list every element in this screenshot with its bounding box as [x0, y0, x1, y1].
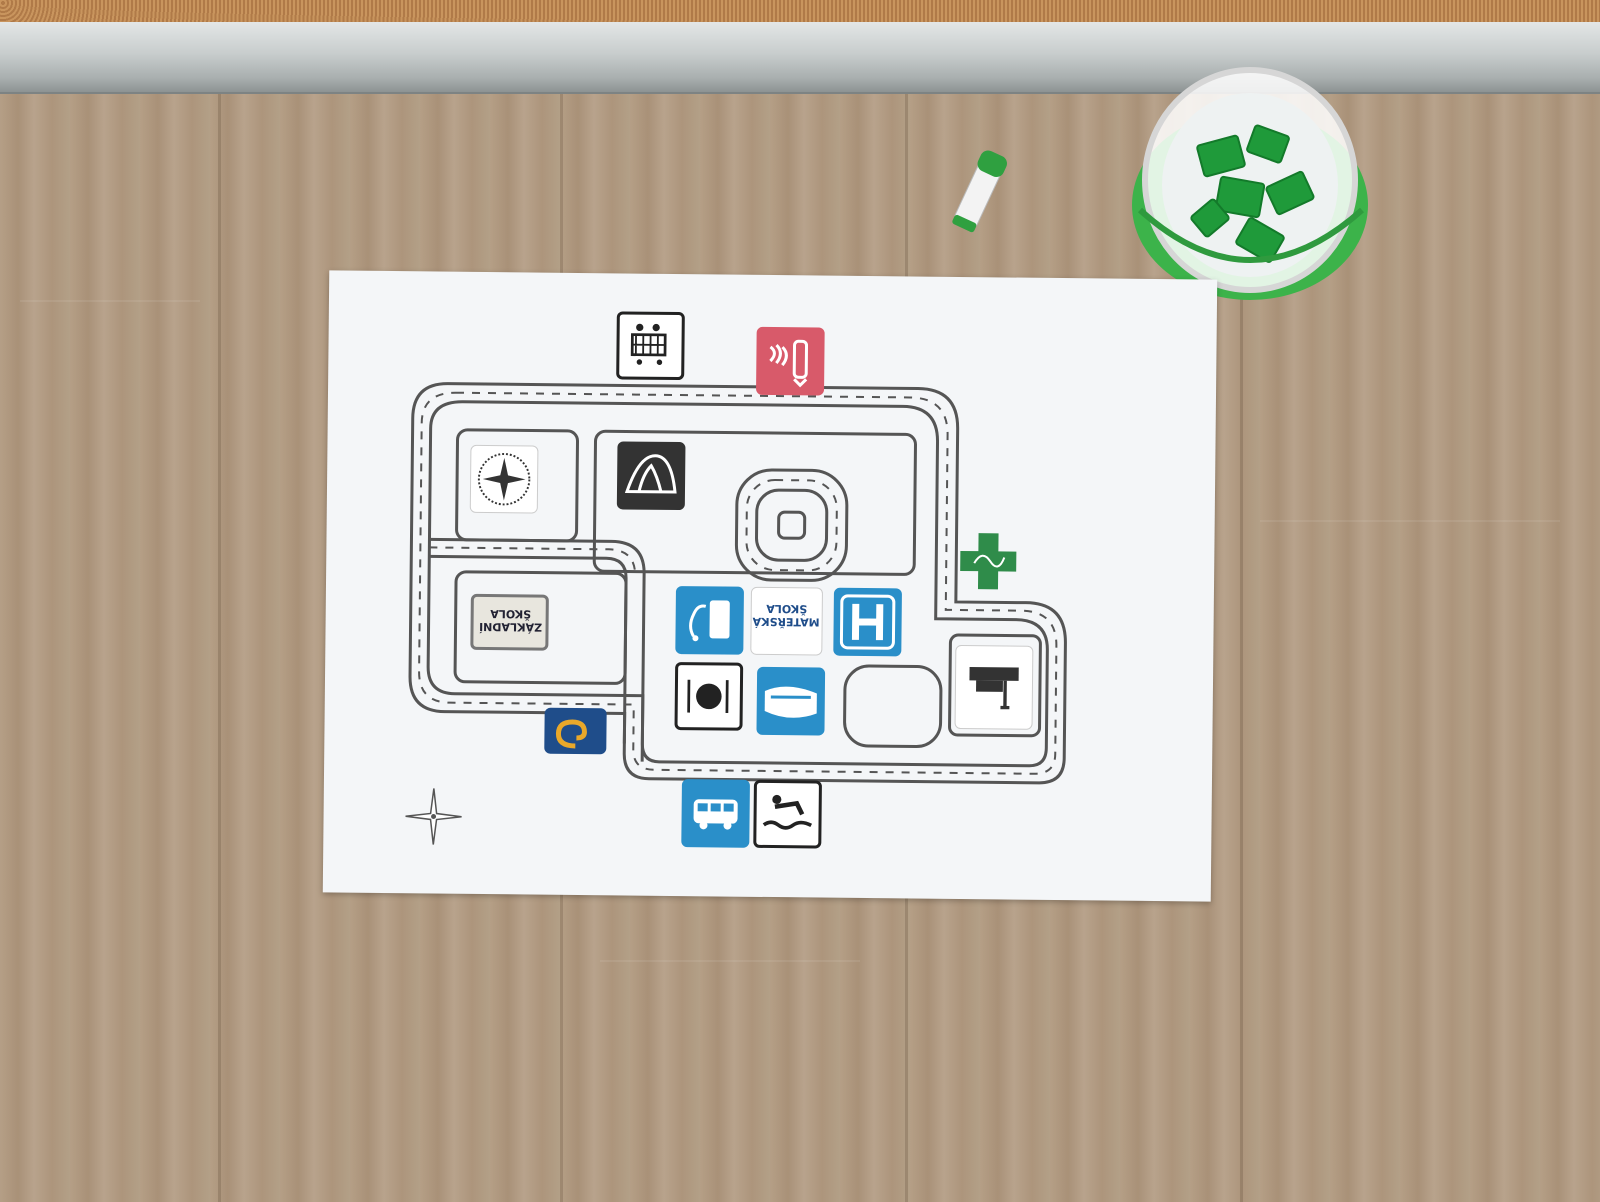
materska-skola-sign: MATEŘSKÁ ŠKOLA [750, 586, 823, 656]
swimming-icon [753, 779, 822, 849]
zakladni-skola-sign: ZÁKLADNÍ ŠKOLA [470, 593, 549, 651]
train-icon [756, 666, 826, 736]
zakladni-skola-line2: ŠKOLA [490, 607, 532, 621]
metal-rail [0, 22, 1600, 94]
road-outlines [408, 382, 1067, 785]
restaurant-icon [674, 662, 744, 731]
factory-icon [954, 644, 1034, 730]
road-map [405, 382, 1067, 845]
wood-grain [600, 960, 860, 962]
tent-icon [616, 441, 686, 511]
materska-skola-line2: ŠKOLA [766, 601, 808, 616]
wood-grain [20, 300, 200, 302]
compass-rose-icon [405, 788, 462, 845]
hospital-h-icon [833, 587, 902, 657]
wall-cork-edge [0, 0, 1600, 22]
shopping-cart-icon [616, 311, 685, 381]
floor-plank-seam [1240, 60, 1243, 1202]
paper-map-sheet: MATEŘSKÁ ŠKOLA ZÁKLADNÍ ŠKOLA [322, 270, 1218, 902]
post-office-icon [544, 707, 607, 755]
zakladni-skola-line1: ZÁKLADNÍ [479, 619, 543, 634]
glue-stick [952, 150, 1007, 233]
bucket-of-bricks [1132, 67, 1368, 300]
bus-icon [681, 779, 750, 848]
pharmacy-cross-icon [954, 527, 1023, 596]
info-phone-icon [675, 586, 744, 655]
wood-grain [1260, 520, 1560, 522]
road-center-dashes [418, 391, 1058, 775]
materska-skola-line1: MATEŘSKÁ [752, 614, 820, 629]
floor-plank-seam [218, 60, 221, 1202]
fire-extinguisher-icon [756, 326, 825, 396]
police-badge-icon [469, 444, 539, 514]
